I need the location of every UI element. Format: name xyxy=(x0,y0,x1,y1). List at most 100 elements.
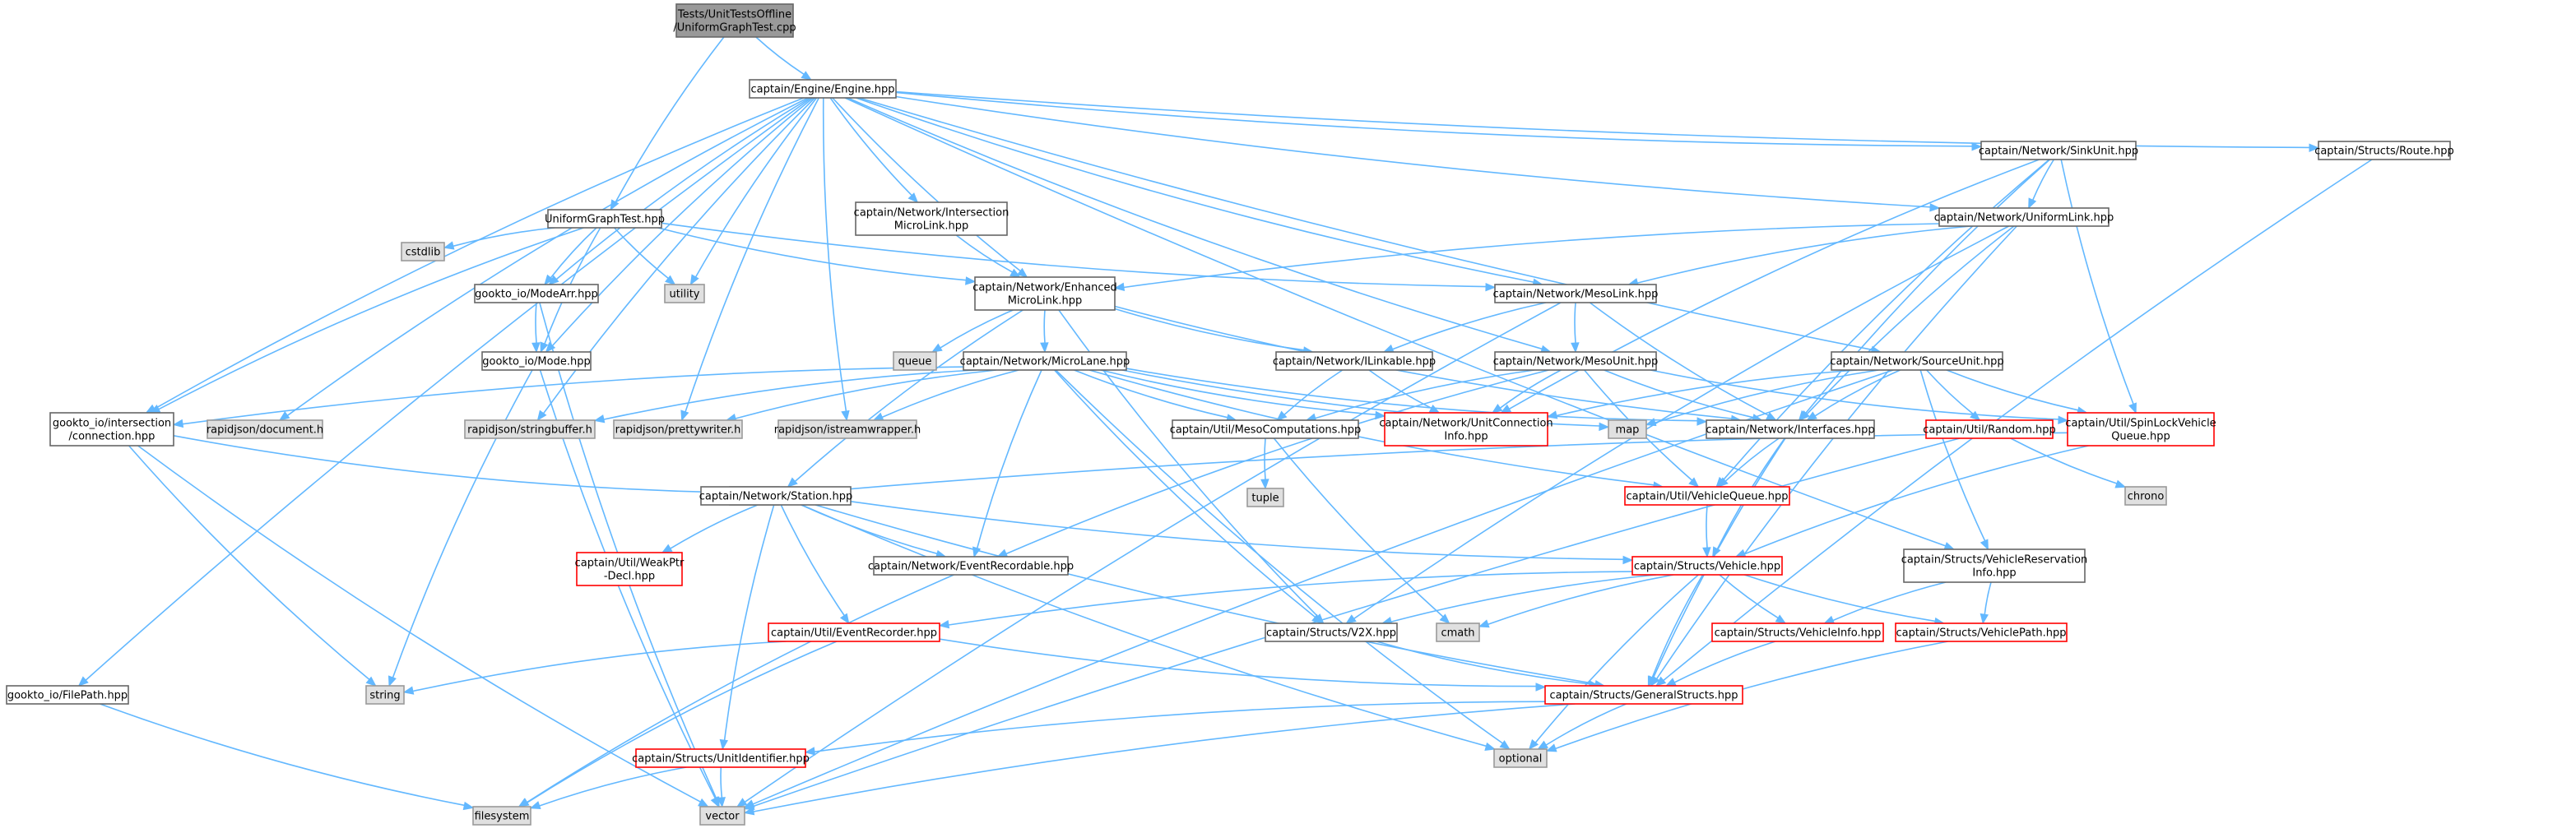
node-tuple: tuple xyxy=(1246,488,1284,507)
node-label-vresinfo-line-0: captain/Structs/VehicleReservation xyxy=(1901,554,2088,567)
node-v2x[interactable]: captain/Structs/V2X.hpp xyxy=(1265,622,1398,642)
node-label-vinfo-line-0: captain/Structs/VehicleInfo.hpp xyxy=(1715,627,1882,640)
node-box-mesounit xyxy=(1494,351,1657,371)
edge-enhanced-to-microlane xyxy=(1040,309,1049,354)
edge-station-to-vehicle xyxy=(850,501,1634,565)
node-box-weakptr xyxy=(576,552,683,586)
node-label-vresinfo-line-1: Info.hpp xyxy=(1972,567,2016,580)
node-vresinfo[interactable]: captain/Structs/VehicleReservationInfo.h… xyxy=(1901,548,2088,583)
node-label-filesystem-line-0: filesystem xyxy=(475,811,530,823)
node-intersect[interactable]: captain/Network/IntersectionMicroLink.hp… xyxy=(854,201,1010,236)
node-station[interactable]: captain/Network/Station.hpp xyxy=(699,486,852,506)
node-root[interactable]: Tests/UnitTestsOffline/UniformGraphTest.… xyxy=(673,3,796,38)
node-box-vehicle xyxy=(1631,556,1783,576)
edge-microlane-to-mesocomp xyxy=(1074,369,1237,423)
node-vqueue[interactable]: captain/Util/VehicleQueue.hpp xyxy=(1624,486,1790,506)
edge-ugt-to-utility xyxy=(614,227,676,285)
edge-engine-to-rjdoc xyxy=(278,97,809,421)
node-box-chrono xyxy=(2124,486,2167,506)
node-box-microlane xyxy=(963,351,1127,371)
node-label-chrono-line-0: chrono xyxy=(2128,491,2165,503)
edge-microlane-to-rjpw xyxy=(725,369,996,423)
node-cstdlib: cstdlib xyxy=(401,242,445,261)
node-label-interfaces-line-0: captain/Network/Interfaces.hpp xyxy=(1706,424,1874,437)
node-filepath[interactable]: gookto_io/FilePath.hpp xyxy=(6,685,129,705)
edge-mode-to-string xyxy=(388,369,533,687)
node-vpath[interactable]: captain/Structs/VehiclePath.hpp xyxy=(1895,622,2068,642)
edge-mesounit-to-unitconn xyxy=(1491,369,1562,414)
node-route[interactable]: captain/Structs/Route.hpp xyxy=(2314,141,2454,160)
edge-engine-to-rjpw xyxy=(680,97,820,422)
node-mode[interactable]: gookto_io/Mode.hpp xyxy=(481,351,592,371)
node-microlane[interactable]: captain/Network/MicroLane.hpp xyxy=(960,351,1130,371)
edge-vqueue-to-vehicle xyxy=(1702,504,1711,558)
node-label-rjsb-line-0: rapidjson/stringbuffer.h xyxy=(467,424,592,437)
node-mesocomp[interactable]: captain/Util/MesoComputations.hpp xyxy=(1170,419,1362,439)
edge-engine-to-sinkunit xyxy=(895,91,1983,151)
edge-enhanced-to-queue xyxy=(931,309,1014,353)
edge-engine-to-vresinfo xyxy=(844,97,1956,551)
edge-root-to-engine xyxy=(755,36,812,81)
node-vinfo[interactable]: captain/Structs/VehicleInfo.hpp xyxy=(1711,622,1884,642)
node-filesystem: filesystem xyxy=(472,806,531,826)
edge-evrecorder-to-generalstructs xyxy=(939,638,1547,692)
node-label-eventrec-line-0: captain/Network/EventRecordable.hpp xyxy=(868,561,1074,573)
edge-vehicle-to-generalstructs xyxy=(1647,574,1704,687)
edge-ugt-to-gconn xyxy=(149,227,584,414)
edge-vehicle-to-v2x xyxy=(1381,574,1656,626)
node-label-mesocomp-line-0: captain/Util/MesoComputations.hpp xyxy=(1170,424,1362,437)
node-box-rjdoc xyxy=(207,419,323,439)
node-sinkunit[interactable]: captain/Network/SinkUnit.hpp xyxy=(1979,141,2138,160)
node-uniformlink[interactable]: captain/Network/UniformLink.hpp xyxy=(1934,207,2114,227)
edge-mesounit-to-eventrec xyxy=(996,369,1549,558)
node-generalstructs[interactable]: captain/Structs/GeneralStructs.hpp xyxy=(1544,685,1743,705)
node-interfaces[interactable]: captain/Network/Interfaces.hpp xyxy=(1706,419,1875,439)
node-weakptr[interactable]: captain/Util/WeakPtr-Decl.hpp xyxy=(575,552,685,586)
node-label-rjisw-line-0: rapidjson/istreamwrapper.h xyxy=(774,424,921,437)
edge-station-to-eventrec xyxy=(801,504,947,558)
edge-engine-to-uniformlink xyxy=(895,95,1941,212)
node-mesolink[interactable]: captain/Network/MesoLink.hpp xyxy=(1493,284,1659,303)
node-modearr[interactable]: gookto_io/ModeArr.hpp xyxy=(474,284,599,303)
edge-ugt-to-modearr xyxy=(544,227,597,286)
node-box-engine xyxy=(749,79,897,99)
node-label-unitconn-line-0: captain/Network/UnitConnection xyxy=(1379,418,1553,430)
node-label-weakptr-line-0: captain/Util/WeakPtr xyxy=(575,558,685,570)
node-box-ugt xyxy=(547,209,662,229)
node-vehicle[interactable]: captain/Structs/Vehicle.hpp xyxy=(1631,556,1783,576)
node-rjpw: rapidjson/prettywriter.h xyxy=(613,419,743,439)
node-ugt[interactable]: UniformGraphTest.hpp xyxy=(545,209,665,229)
node-label-mesolink-line-0: captain/Network/MesoLink.hpp xyxy=(1493,289,1659,301)
edge-sinkunit-to-interfaces xyxy=(1798,159,2050,422)
node-sourceunit[interactable]: captain/Network/SourceUnit.hpp xyxy=(1830,351,2004,371)
node-unitid[interactable]: captain/Structs/UnitIdentifier.hpp xyxy=(632,748,810,768)
node-box-v2x xyxy=(1265,622,1398,642)
node-label-route-line-0: captain/Structs/Route.hpp xyxy=(2314,146,2454,158)
node-label-vehicle-line-0: captain/Structs/Vehicle.hpp xyxy=(1634,561,1780,573)
node-optional: optional xyxy=(1493,748,1548,768)
node-layer: Tests/UnitTestsOffline/UniformGraphTest.… xyxy=(6,3,2454,826)
node-label-evrecorder-line-0: captain/Util/EventRecorder.hpp xyxy=(771,627,937,640)
node-box-string xyxy=(365,685,405,705)
node-ilinkable[interactable]: captain/Network/ILinkable.hpp xyxy=(1273,351,1436,371)
edge-sinkunit-to-spinlock xyxy=(2060,159,2137,414)
edge-engine-to-modearr xyxy=(548,97,811,285)
node-evrecorder[interactable]: captain/Util/EventRecorder.hpp xyxy=(768,622,940,642)
node-engine[interactable]: captain/Engine/Engine.hpp xyxy=(749,79,897,99)
node-mesounit[interactable]: captain/Network/MesoUnit.hpp xyxy=(1493,351,1659,371)
edge-microlane-to-rjisw xyxy=(872,369,1019,421)
node-box-eventrec xyxy=(873,556,1069,576)
edge-unitid-to-vector xyxy=(717,766,726,808)
node-eventrec[interactable]: captain/Network/EventRecordable.hpp xyxy=(868,556,1074,576)
node-box-evrecorder xyxy=(768,622,940,642)
node-box-map xyxy=(1608,419,1647,439)
node-random[interactable]: captain/Util/Random.hpp xyxy=(1923,419,2056,439)
node-label-gconn-line-0: gookto_io/intersection xyxy=(53,418,171,430)
node-rjsb: rapidjson/stringbuffer.h xyxy=(464,419,596,439)
node-gconn[interactable]: gookto_io/intersection/connection.hpp xyxy=(49,412,174,447)
edge-engine-to-filepath xyxy=(77,97,812,687)
